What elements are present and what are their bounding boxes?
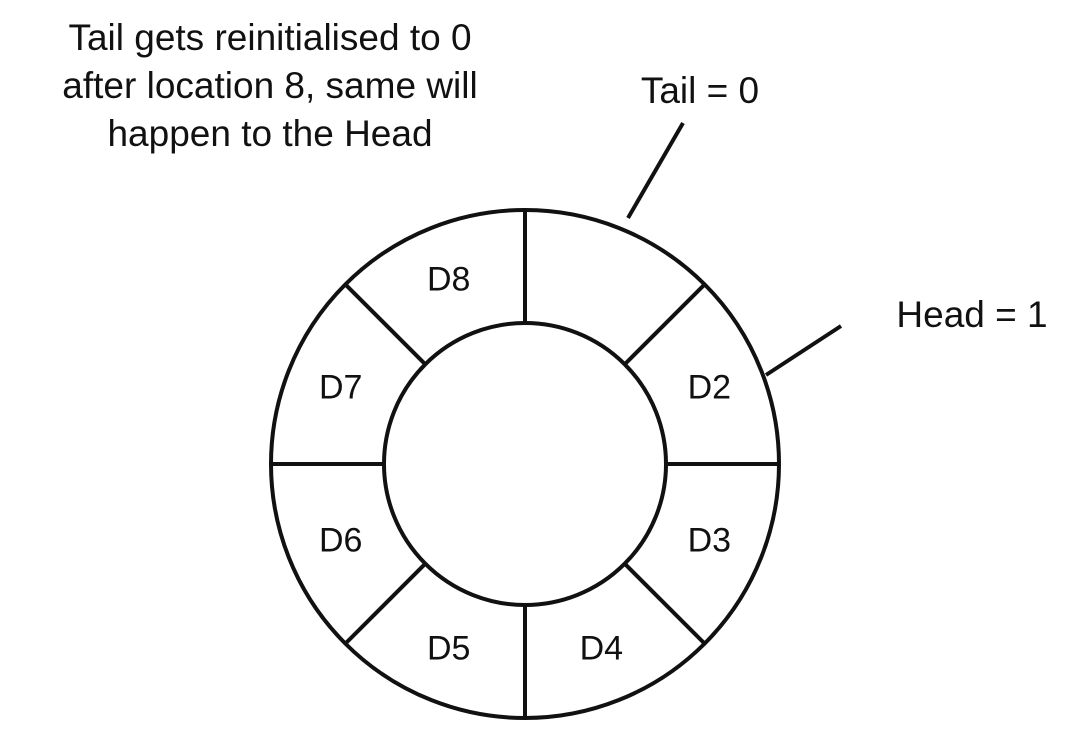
wraparound-note: Tail gets reinitialised to 0 after locat… bbox=[0, 14, 540, 158]
slot-label-d4: D4 bbox=[580, 629, 623, 667]
tail-pointer-label: Tail = 0 bbox=[641, 70, 759, 111]
head-pointer-label: Head = 1 bbox=[896, 294, 1047, 335]
slot-label-d6: D6 bbox=[319, 521, 362, 559]
slot-divider bbox=[623, 282, 707, 366]
slot-label-d8: D8 bbox=[427, 261, 470, 299]
head-pointer-line bbox=[764, 324, 843, 377]
slot-divider bbox=[343, 282, 427, 366]
slot-label-d2: D2 bbox=[688, 369, 731, 407]
slot-divider bbox=[343, 562, 427, 646]
slot-label-d7: D7 bbox=[319, 369, 362, 407]
tail-pointer-line bbox=[626, 121, 685, 220]
slot-dividers bbox=[271, 210, 779, 718]
slot-divider bbox=[623, 562, 707, 646]
note-line-3: happen to the Head bbox=[107, 113, 433, 154]
note-line-1: Tail gets reinitialised to 0 bbox=[68, 17, 472, 58]
buffer-inner-ring bbox=[382, 321, 668, 607]
note-line-2: after location 8, same will bbox=[62, 65, 478, 106]
slot-label-d5: D5 bbox=[427, 629, 470, 667]
slot-label-d3: D3 bbox=[688, 521, 731, 559]
